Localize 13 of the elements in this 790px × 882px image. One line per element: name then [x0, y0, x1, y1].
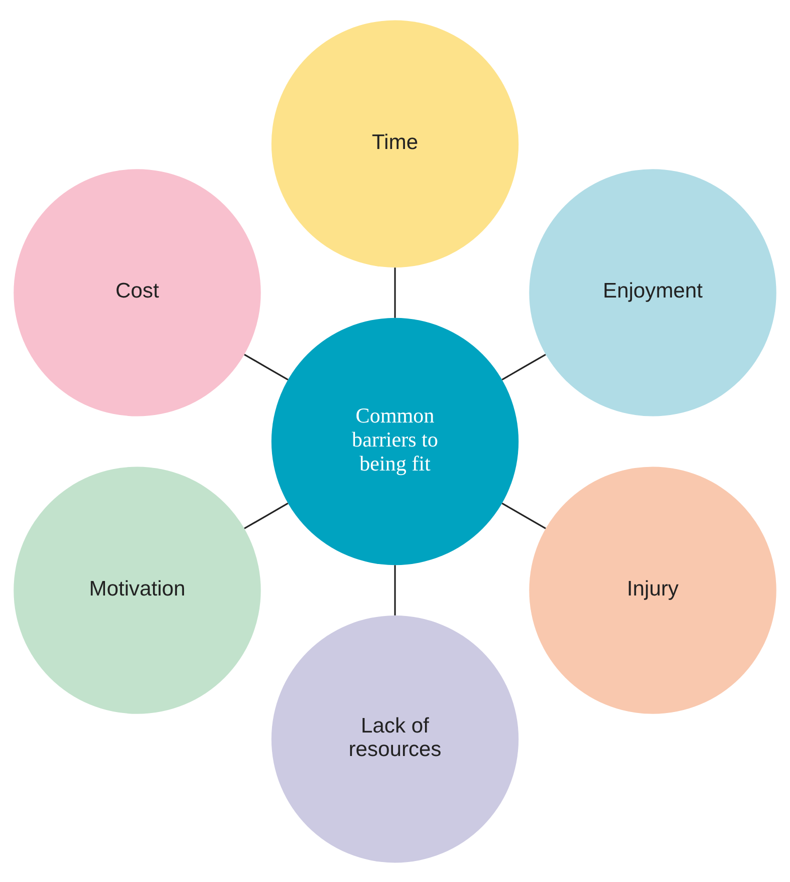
- node-circle: Motivation: [14, 466, 261, 714]
- connector: [244, 502, 288, 529]
- connector: [394, 564, 396, 615]
- node-circle: Cost: [14, 168, 261, 416]
- connector: [244, 353, 288, 380]
- node-circle: Time: [271, 20, 519, 267]
- node-circle: Lack of resources: [271, 615, 519, 862]
- connector: [502, 502, 546, 529]
- connector: [394, 267, 396, 318]
- node-circle: Common barriers to being fit: [271, 317, 519, 565]
- node-circle: Injury: [529, 466, 776, 714]
- node-circle: Enjoyment: [529, 168, 776, 416]
- connector: [502, 353, 546, 380]
